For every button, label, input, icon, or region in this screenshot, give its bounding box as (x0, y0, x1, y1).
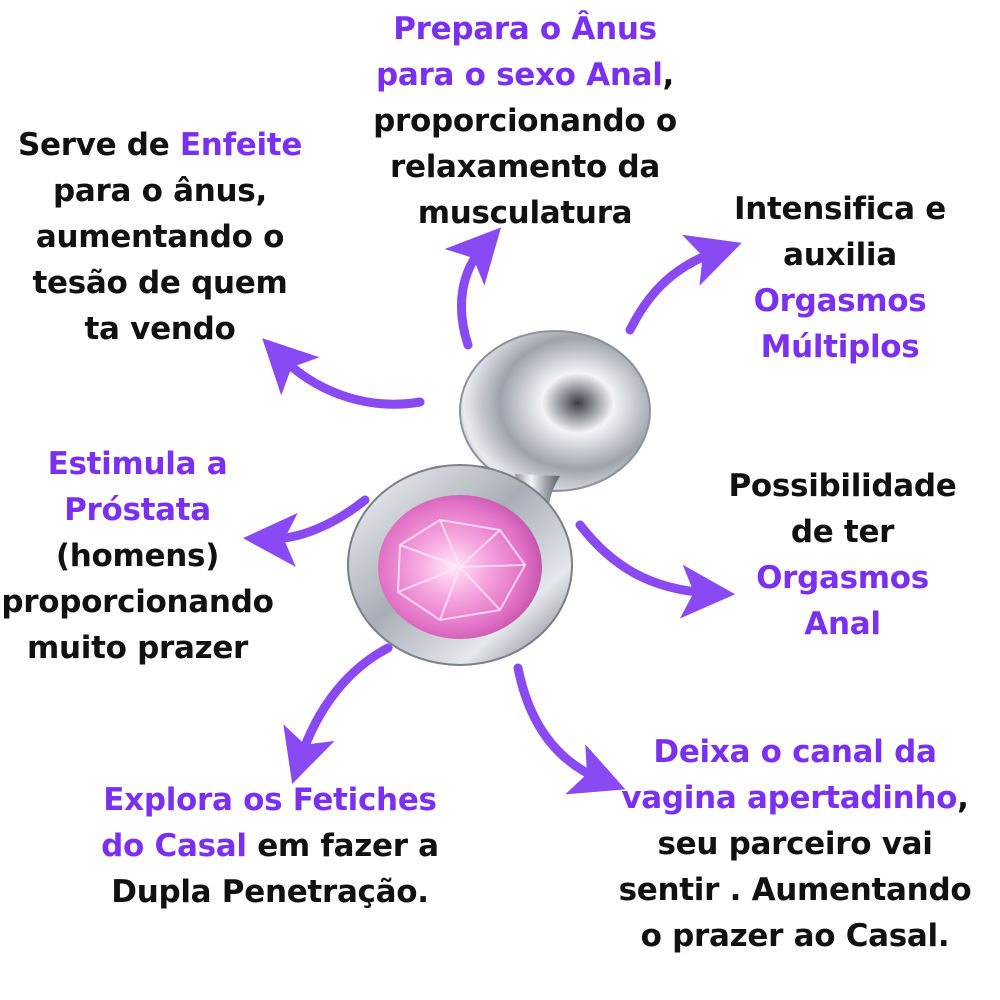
highlight: Enfeite (179, 127, 303, 163)
highlight: Explora os Fetiches (103, 782, 437, 818)
line: aumentando o (35, 219, 285, 255)
highlight: do Casal (101, 828, 247, 864)
line: proporcionando o (373, 103, 677, 139)
benefit-enfeite: Serve de Enfeite para o ânus, aumentando… (10, 122, 310, 352)
line-prefix: Serve de (17, 127, 180, 163)
arrow-right-icon (575, 520, 736, 619)
line: sentir . Aumentando (618, 872, 972, 908)
line: seu parceiro vai (657, 826, 933, 862)
line: Dupla Penetração. (111, 874, 429, 910)
highlight: Orgasmos (753, 283, 927, 319)
line: de ter (790, 514, 895, 550)
highlight: Estimula a (47, 446, 228, 482)
line: proporcionando (1, 584, 274, 620)
highlight: para o sexo Anal (375, 57, 663, 93)
line: musculatura (417, 195, 633, 231)
arrow-down-right-icon (513, 663, 626, 795)
highlight: vagina apertadinho (621, 780, 958, 816)
line: o prazer ao Casal. (640, 918, 950, 954)
line-suffix: em fazer a (246, 828, 439, 864)
highlight: Orgasmos (756, 560, 929, 596)
line: muito prazer (26, 630, 249, 666)
highlight: Anal (804, 606, 881, 642)
punct: , (957, 780, 969, 816)
arrow-left-icon (242, 495, 370, 567)
benefit-prostata: Estimula a Próstata (homens) proporciona… (0, 441, 275, 671)
line: ta vendo (84, 311, 236, 347)
line: (homens) (55, 538, 220, 574)
highlight: Múltiplos (760, 329, 920, 365)
line: Intensifica e (734, 191, 946, 227)
line: Possibilidade (728, 468, 957, 504)
highlight: Deixa o canal da (653, 734, 937, 770)
line: Prepara o Ânus (393, 11, 657, 47)
arrow-up-icon (444, 227, 502, 350)
line: relaxamento da (390, 149, 660, 185)
highlight: Próstata (64, 492, 211, 528)
arrow-up-right-icon (625, 234, 742, 335)
benefit-prepara: Prepara o Ânus para o sexo Anal, proporc… (330, 6, 720, 236)
arrow-up-left-icon (262, 338, 425, 409)
benefit-intensifica: Intensifica e auxilia Orgasmos Múltiplos (715, 186, 965, 370)
line: tesão de quem (32, 265, 288, 301)
product-image (347, 330, 651, 666)
line: auxilia (783, 237, 897, 273)
benefit-canal: Deixa o canal da vagina apertadinho, seu… (600, 729, 990, 959)
benefit-fetiches: Explora os Fetiches do Casal em fazer a … (70, 777, 470, 915)
benefit-orgasmos-anal: Possibilidade de ter Orgasmos Anal (710, 463, 975, 647)
line: para o ânus, (53, 173, 267, 209)
punct: , (662, 57, 675, 93)
arrow-down-left-icon (283, 643, 393, 784)
